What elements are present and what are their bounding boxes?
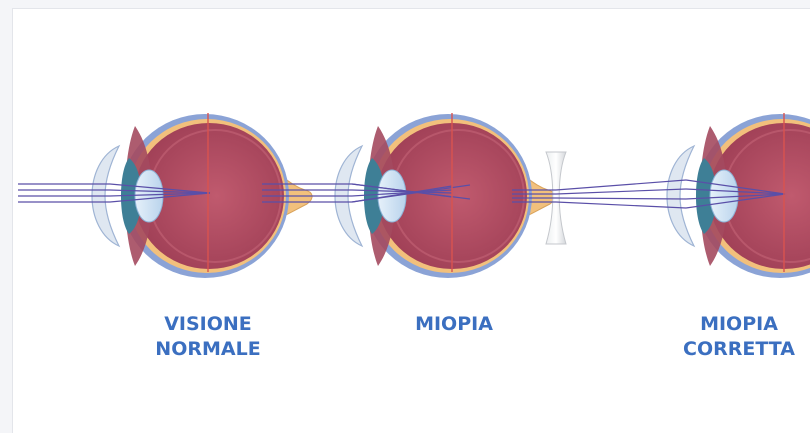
label-normal-vision: VISIONE NORMALE (148, 312, 268, 362)
label-normal-line-2: NORMALE (148, 337, 268, 362)
label-myopia: MIOPIA (398, 312, 510, 337)
label-corrected-line-2: CORRETTA (672, 337, 806, 362)
label-corrected-myopia: MIOPIA CORRETTA (672, 312, 806, 362)
label-normal-line-1: VISIONE (148, 312, 268, 337)
label-myopia-line-1: MIOPIA (398, 312, 510, 337)
eye-corrected-myopia (512, 113, 810, 278)
label-corrected-line-1: MIOPIA (672, 312, 806, 337)
eye-myopia (262, 113, 555, 278)
